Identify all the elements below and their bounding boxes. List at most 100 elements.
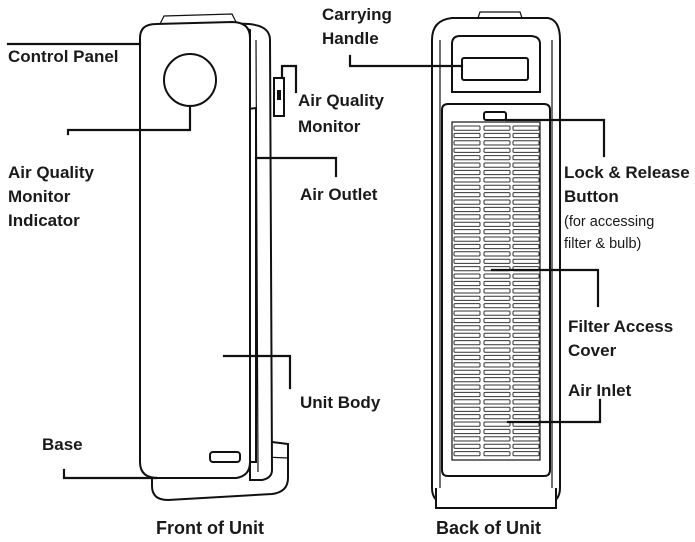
grille-slot	[453, 155, 481, 161]
grille-slot	[512, 192, 540, 198]
grille-slot	[512, 251, 540, 257]
grille-slot	[483, 199, 511, 205]
grille-slot	[453, 243, 481, 250]
grille-slot	[483, 258, 511, 264]
label-lock-line1: Lock & Release	[564, 163, 690, 182]
grille-slot	[453, 273, 481, 279]
grille-slot	[453, 147, 481, 153]
control-panel-dial	[163, 53, 217, 107]
grille-slot	[483, 406, 511, 412]
grille-slot	[512, 399, 540, 405]
grille-slot	[512, 229, 540, 235]
grille-slot	[512, 243, 540, 250]
front-bottom-slot	[209, 451, 241, 463]
grille-slot	[483, 132, 511, 139]
grille-slot	[453, 199, 481, 205]
grille-slot	[453, 399, 481, 405]
grille-slot	[512, 258, 540, 264]
grille-slot	[453, 332, 481, 338]
grille-slot	[453, 340, 481, 346]
grille-slot	[512, 384, 540, 390]
grille-slot	[483, 177, 511, 183]
grille-slot	[512, 199, 540, 205]
front-unit-body	[139, 20, 251, 479]
grille-slot	[483, 280, 511, 287]
filter-grille	[453, 125, 540, 457]
front-unit-illustration	[139, 13, 289, 502]
grille-slot	[453, 317, 481, 324]
grille-slot	[453, 325, 481, 331]
label-lock-sub-line1: (for accessing	[564, 214, 654, 230]
grille-slot	[453, 280, 481, 287]
grille-slot	[453, 406, 481, 412]
grille-slot	[453, 443, 481, 449]
grille-slot	[512, 391, 540, 398]
grille-slot	[483, 347, 511, 353]
caption-back: Back of Unit	[436, 518, 541, 538]
grille-slot	[512, 236, 540, 242]
leader-lines	[6, 42, 606, 480]
grille-slot	[483, 221, 511, 227]
grille-slot	[453, 206, 481, 213]
grille-slot	[453, 258, 481, 264]
labels: Control Panel Air Quality Monitor Indica…	[8, 5, 690, 538]
grille-slot	[483, 162, 511, 168]
grille-slot	[512, 325, 540, 331]
label-aqm-line2: Monitor	[298, 117, 361, 136]
grille-slot	[483, 288, 511, 294]
grille-slot	[483, 229, 511, 235]
label-aqm-indicator-line3: Indicator	[8, 211, 80, 230]
grille-slot	[453, 236, 481, 242]
grille-slot	[483, 436, 511, 442]
grille-slot	[453, 214, 481, 220]
grille-slot	[453, 421, 481, 427]
grille-slot	[483, 303, 511, 309]
label-lock-line2: Button	[564, 187, 619, 206]
grille-slot	[483, 332, 511, 338]
label-base: Base	[42, 435, 83, 454]
grille-slot	[453, 369, 481, 375]
grille-slot	[483, 317, 511, 324]
grille-slot	[483, 192, 511, 198]
grille-slot	[483, 369, 511, 375]
grille-slot	[483, 377, 511, 383]
label-air-inlet: Air Inlet	[568, 381, 632, 400]
grille-slot	[453, 303, 481, 309]
grille-slot	[512, 414, 540, 420]
grille-slot	[512, 347, 540, 353]
grille-slot	[512, 288, 540, 294]
grille-slot	[512, 443, 540, 449]
grille-slot	[512, 406, 540, 412]
label-aqm-line1: Air Quality	[298, 91, 385, 110]
grille-slot	[453, 295, 481, 301]
grille-slot	[512, 317, 540, 324]
grille-slot	[453, 377, 481, 383]
grille-slot	[483, 399, 511, 405]
lock-release-button	[483, 111, 507, 121]
grille-slot	[453, 140, 481, 146]
grille-slot	[512, 273, 540, 279]
grille-slot	[512, 369, 540, 375]
grille-slot	[512, 155, 540, 161]
grille-slot	[512, 169, 540, 176]
grille-slot	[512, 340, 540, 346]
grille-slot	[453, 169, 481, 176]
grille-slot	[483, 421, 511, 427]
label-unit-body: Unit Body	[300, 393, 381, 412]
grille-slot	[483, 414, 511, 420]
grille-slot	[512, 140, 540, 146]
grille-slot	[483, 169, 511, 176]
grille-slot	[483, 243, 511, 250]
grille-slot	[453, 266, 481, 272]
grille-slot	[453, 192, 481, 198]
grille-slot	[483, 155, 511, 161]
grille-slot	[512, 377, 540, 383]
grille-slot	[483, 340, 511, 346]
grille-slot	[453, 354, 481, 361]
grille-slot	[512, 162, 540, 168]
back-unit-illustration	[431, 11, 561, 509]
grille-slot	[483, 391, 511, 398]
grille-slot	[483, 251, 511, 257]
grille-slot	[483, 273, 511, 279]
